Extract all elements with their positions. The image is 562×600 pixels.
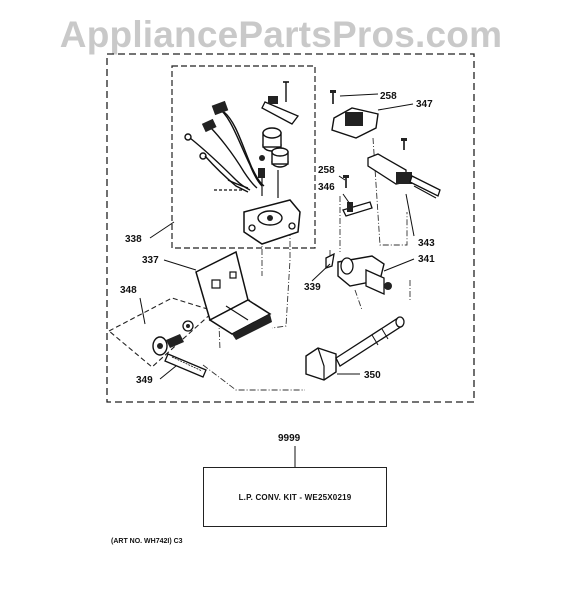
lp-conversion-kit-box: L.P. CONV. KIT - WE25X0219 (203, 467, 387, 527)
part-label-348: 348 (120, 285, 137, 296)
gas-pipe (164, 353, 207, 378)
art-number: (ART NO. WH742I) C3 (111, 538, 183, 545)
part-label-338: 338 (125, 234, 142, 245)
wire-terminal (199, 152, 207, 160)
leader-lines (139, 93, 415, 467)
assembly-frame (106, 53, 475, 403)
wire-connector (211, 100, 229, 116)
wire-connector (201, 118, 217, 133)
wire-terminal (184, 133, 192, 141)
orifice-group-outline (108, 297, 216, 368)
lp-conversion-kit-label: L.P. CONV. KIT - WE25X0219 (238, 492, 352, 502)
part-label-349: 349 (136, 375, 153, 386)
part-label-350: 350 (364, 370, 381, 381)
wire-harness (189, 107, 265, 193)
part-label-258: 258 (380, 91, 397, 102)
part-label-347: 347 (416, 99, 433, 110)
part-label-343: 343 (418, 238, 435, 249)
watermark-logo: AppliancePartsPros.com (59, 14, 503, 55)
valve-group-box (171, 65, 316, 249)
orifice-339 (325, 252, 335, 269)
part-label-258-b: 258 (318, 165, 335, 176)
flame-sensor (342, 201, 373, 217)
part-label-341: 341 (418, 254, 435, 265)
part-label-9999: 9999 (278, 433, 301, 444)
valve-bracket (261, 101, 300, 125)
burner-tube (305, 347, 337, 381)
bracket-clip (268, 96, 278, 104)
part-label-337: 337 (142, 255, 159, 266)
part-label-339: 339 (304, 282, 321, 293)
part-label-346: 346 (318, 182, 335, 193)
